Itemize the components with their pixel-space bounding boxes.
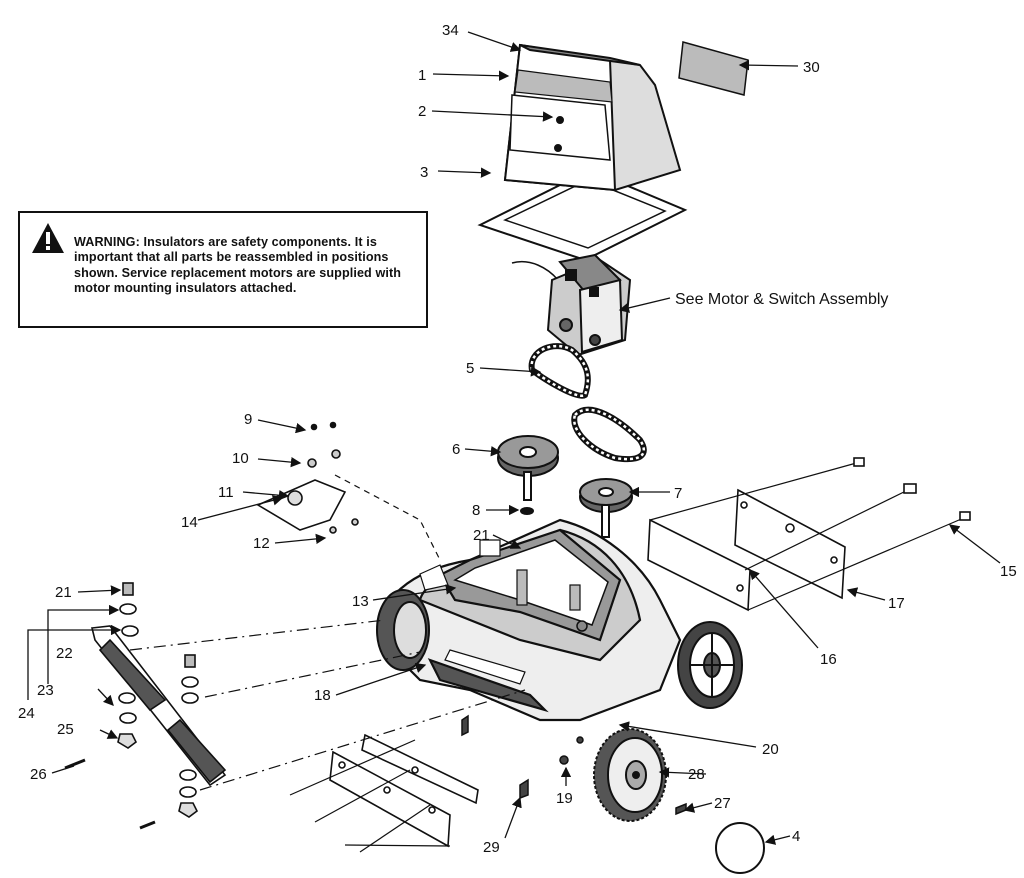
callout-21-deck: 21 [473, 527, 490, 544]
motor-assembly-note: See Motor & Switch Assembly [675, 291, 888, 308]
callout-23: 23 [37, 682, 54, 699]
blade-assembly [64, 582, 526, 830]
warning-body: Insulators are safety components. It is … [74, 235, 402, 296]
height-adjust-bracket [256, 421, 441, 561]
callout-18: 18 [314, 687, 331, 704]
callout-25: 25 [57, 721, 74, 738]
callout-7: 7 [674, 485, 682, 502]
leader-lines [77, 31, 1001, 845]
callout-22: 22 [56, 645, 73, 662]
callout-34: 34 [442, 22, 459, 39]
label-plate [678, 41, 749, 96]
callout-8: 8 [472, 502, 480, 519]
warning-text: WARNING: Insulators are safety component… [74, 235, 420, 297]
wheel-rear-left [376, 589, 430, 671]
grass-catcher [477, 43, 688, 262]
callout-16: 16 [820, 651, 837, 668]
callout-4: 4 [792, 828, 800, 845]
callout-26: 26 [30, 766, 47, 783]
callout-19: 19 [556, 790, 573, 807]
callout-11: 11 [218, 484, 234, 501]
callout-29: 29 [483, 839, 500, 856]
pulley-large [497, 435, 559, 501]
callout-21-blade: 21 [55, 584, 72, 601]
warning-triangle-icon [32, 223, 64, 253]
rear-baffle [647, 457, 971, 612]
warning-heading: WARNING: [74, 235, 140, 249]
callout-labels: 34 1 2 3 30 5 6 7 8 9 10 11 12 13 14 15 … [18, 22, 1017, 856]
wheel-rear-right [677, 621, 743, 709]
blade-bracket-lines [27, 604, 451, 847]
callout-5: 5 [466, 360, 474, 377]
hub-cap [715, 822, 765, 874]
callout-10: 10 [232, 450, 249, 467]
callout-3: 3 [420, 164, 428, 181]
wheel-front [593, 728, 667, 822]
washer-8 [520, 507, 534, 515]
small-hardware [461, 620, 687, 816]
callout-1: 1 [418, 67, 426, 84]
callout-2: 2 [418, 103, 426, 120]
callout-20: 20 [762, 741, 779, 758]
front-baffle [289, 733, 479, 853]
callout-27: 27 [714, 795, 731, 812]
callout-17: 17 [888, 595, 905, 612]
callout-15: 15 [1000, 563, 1017, 580]
callout-14: 14 [181, 514, 198, 531]
motor-switch-assembly [511, 253, 632, 357]
callout-28: 28 [688, 766, 705, 783]
warning-box: WARNING: Insulators are safety component… [18, 211, 428, 328]
drive-belts [528, 343, 647, 462]
callout-13: 13 [352, 593, 369, 610]
callout-6: 6 [452, 441, 460, 458]
callout-24: 24 [18, 705, 35, 722]
callout-9: 9 [244, 411, 252, 428]
callout-30: 30 [803, 59, 820, 76]
callout-12: 12 [253, 535, 270, 552]
